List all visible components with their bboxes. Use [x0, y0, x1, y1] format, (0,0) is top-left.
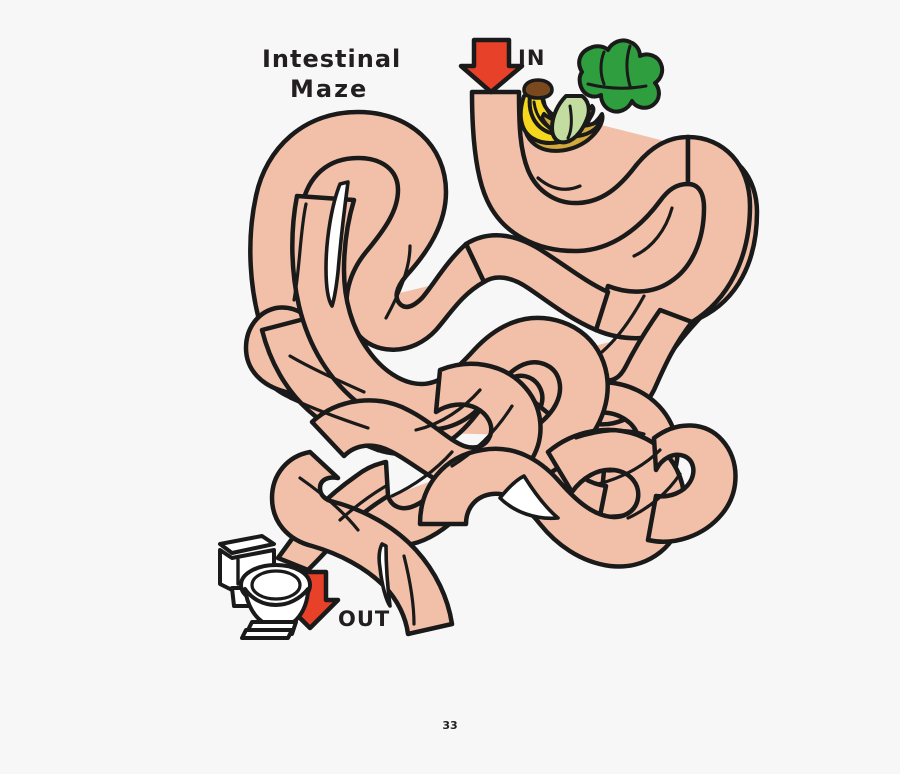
maze-entrance-label: IN: [518, 46, 546, 70]
maze-intestine-path: [243, 89, 760, 637]
toilet-icon: [218, 534, 312, 640]
crease-centre-3: [390, 450, 454, 498]
toilet-seat-inner: [250, 569, 302, 601]
page-number: 33: [442, 719, 458, 732]
gut-right-lower-tail: [645, 423, 738, 544]
crease-lower-right-1: [574, 428, 646, 440]
crease-centre-1: [414, 388, 482, 432]
crease-entry: [536, 176, 582, 191]
banana-stem: [522, 78, 554, 100]
crease-left-arm: [288, 396, 370, 430]
gap-sliver-upper-left: [324, 180, 350, 308]
maze-gap-slivers: [324, 180, 560, 608]
maze-exit-label: OUT: [338, 607, 391, 631]
maze-interior-creases: [288, 176, 682, 626]
crease-right-hook: [632, 206, 674, 258]
broccoli-stem-crease: [566, 104, 573, 140]
toilet-foot: [240, 628, 294, 640]
page-title-line-1: Intestinal: [262, 45, 402, 73]
page-title: Intestinal Maze: [262, 44, 462, 104]
in-arrow: [458, 37, 525, 95]
gap-sliver-lower-left: [377, 542, 392, 608]
page-title-line-2: Maze: [290, 75, 369, 103]
broccoli-crease-1: [599, 50, 606, 86]
broccoli-florets: [577, 38, 665, 114]
crease-left-bulge: [288, 354, 366, 394]
broccoli-crease-3: [586, 82, 648, 90]
crease-lower-left-coil: [298, 476, 360, 532]
crease-upper-left-2: [384, 244, 412, 320]
down-arrow-icon-in: [458, 37, 525, 95]
crease-bottom-loop: [402, 554, 416, 626]
gap-sliver-centre: [498, 474, 560, 521]
toilet-tank-lid: [218, 534, 276, 555]
crease-upper-left-1: [292, 202, 308, 302]
gut-right-hook-body: [593, 134, 753, 341]
crease-right-descend: [600, 294, 646, 354]
crease-centre-2: [450, 404, 514, 468]
broccoli-crease-2: [625, 44, 632, 88]
crease-lower-right-3: [626, 472, 682, 520]
broccoli-icon: [550, 38, 665, 145]
crease-lower-right-2: [596, 448, 662, 486]
